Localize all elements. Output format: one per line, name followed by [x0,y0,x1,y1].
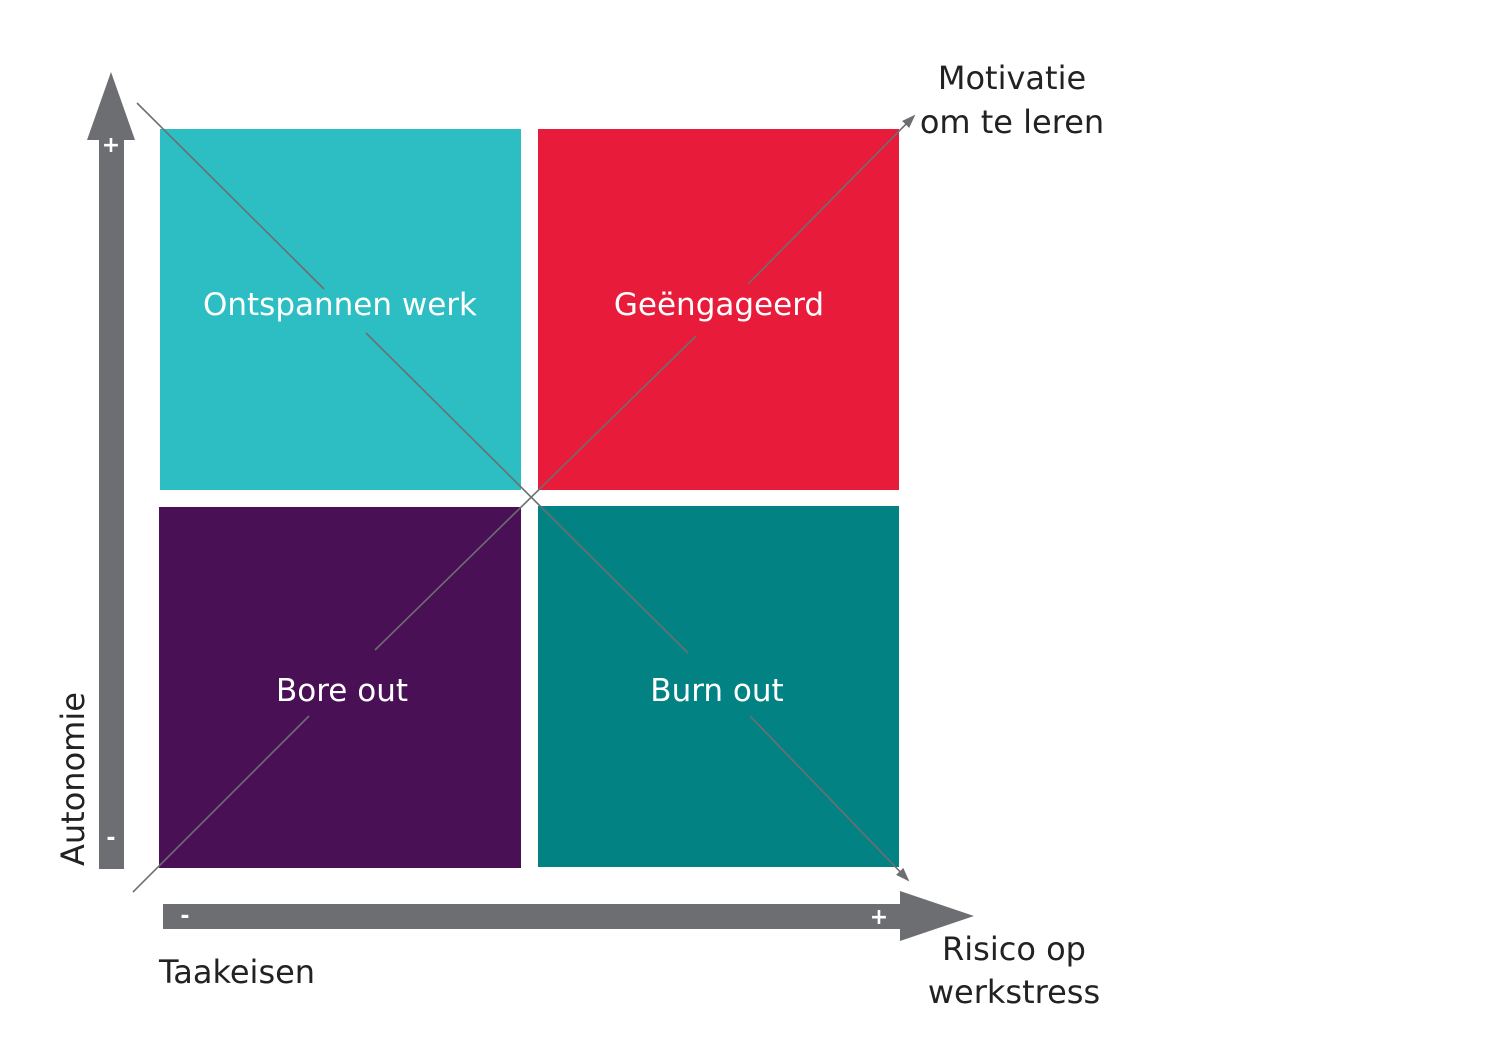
x-axis-label: Taakeisen [158,953,315,991]
quadrant-burn-out [538,506,899,867]
quadrant-geengageerd [538,129,899,490]
diagonal-stress-line [136,102,910,882]
y-axis-plus: + [102,133,120,158]
stress-label-line1: Risico op [942,930,1086,968]
quadrant-label-burn-out: Burn out [650,673,783,709]
motivation-label-line2: om te leren [920,103,1104,141]
diagonal-motivation-line [132,114,916,893]
x-axis-plus: + [870,905,888,930]
motivation-label-line1: Motivatie [938,59,1086,97]
y-axis-arrow [87,72,135,869]
x-axis-arrow [163,891,974,941]
x-axis-minus: - [180,904,189,929]
quadrant-ontspannen-werk [160,129,521,490]
y-axis-minus: - [106,826,115,851]
quadrant-label-bore-out: Bore out [276,673,408,709]
quadrant-label-ontspannen-werk: Ontspannen werk [203,287,477,323]
y-axis-label: Autonomie [54,692,92,866]
quadrant-label-geengageerd: Geëngageerd [614,287,824,323]
stress-label-line2: werkstress [928,973,1100,1011]
